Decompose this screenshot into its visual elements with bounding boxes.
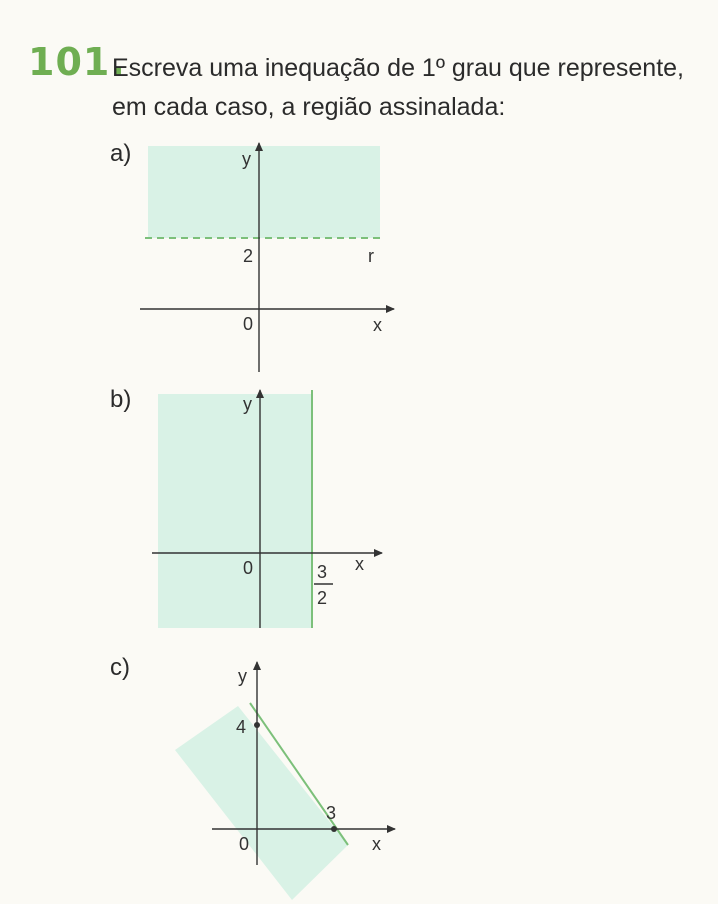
graph-b: y 0 x 3 2 bbox=[152, 389, 383, 628]
graph-a-tick-2: 2 bbox=[243, 246, 253, 266]
graph-c-origin: 0 bbox=[239, 834, 249, 854]
graph-a-y-label: y bbox=[242, 149, 251, 169]
graph-c-tick-4: 4 bbox=[236, 717, 246, 737]
graph-a-x-label: x bbox=[373, 315, 382, 335]
graph-a-region bbox=[148, 146, 380, 238]
graph-a: y 2 r 0 x bbox=[140, 142, 395, 372]
graph-b-frac-numerator: 3 bbox=[317, 562, 327, 582]
exercise-number: 101. bbox=[28, 40, 126, 84]
graph-c-point-y4 bbox=[254, 722, 260, 728]
graph-c-x-label: x bbox=[372, 834, 381, 854]
graph-c-point-x3 bbox=[331, 826, 337, 832]
graph-a-origin: 0 bbox=[243, 314, 253, 334]
graph-a-line-label: r bbox=[368, 246, 374, 266]
graph-b-region bbox=[158, 394, 312, 628]
graph-b-y-label: y bbox=[243, 394, 252, 414]
exercise-statement-line-1: Escreva uma inequação de 1º grau que rep… bbox=[112, 54, 684, 82]
item-a-label: a) bbox=[110, 140, 132, 167]
item-c-label: c) bbox=[110, 654, 130, 681]
graph-c-line bbox=[249, 702, 349, 846]
graph-c-tick-3: 3 bbox=[326, 803, 336, 823]
graph-b-origin: 0 bbox=[243, 558, 253, 578]
item-b-label: b) bbox=[110, 386, 132, 413]
graph-c: y 4 3 0 x bbox=[175, 661, 396, 900]
graph-c-region bbox=[175, 706, 348, 900]
graph-b-frac-denominator: 2 bbox=[317, 588, 327, 608]
exercise-statement-line-2: em cada caso, a região assinalada: bbox=[112, 93, 506, 121]
graph-c-y-label: y bbox=[238, 666, 247, 686]
graph-b-x-label: x bbox=[355, 554, 364, 574]
